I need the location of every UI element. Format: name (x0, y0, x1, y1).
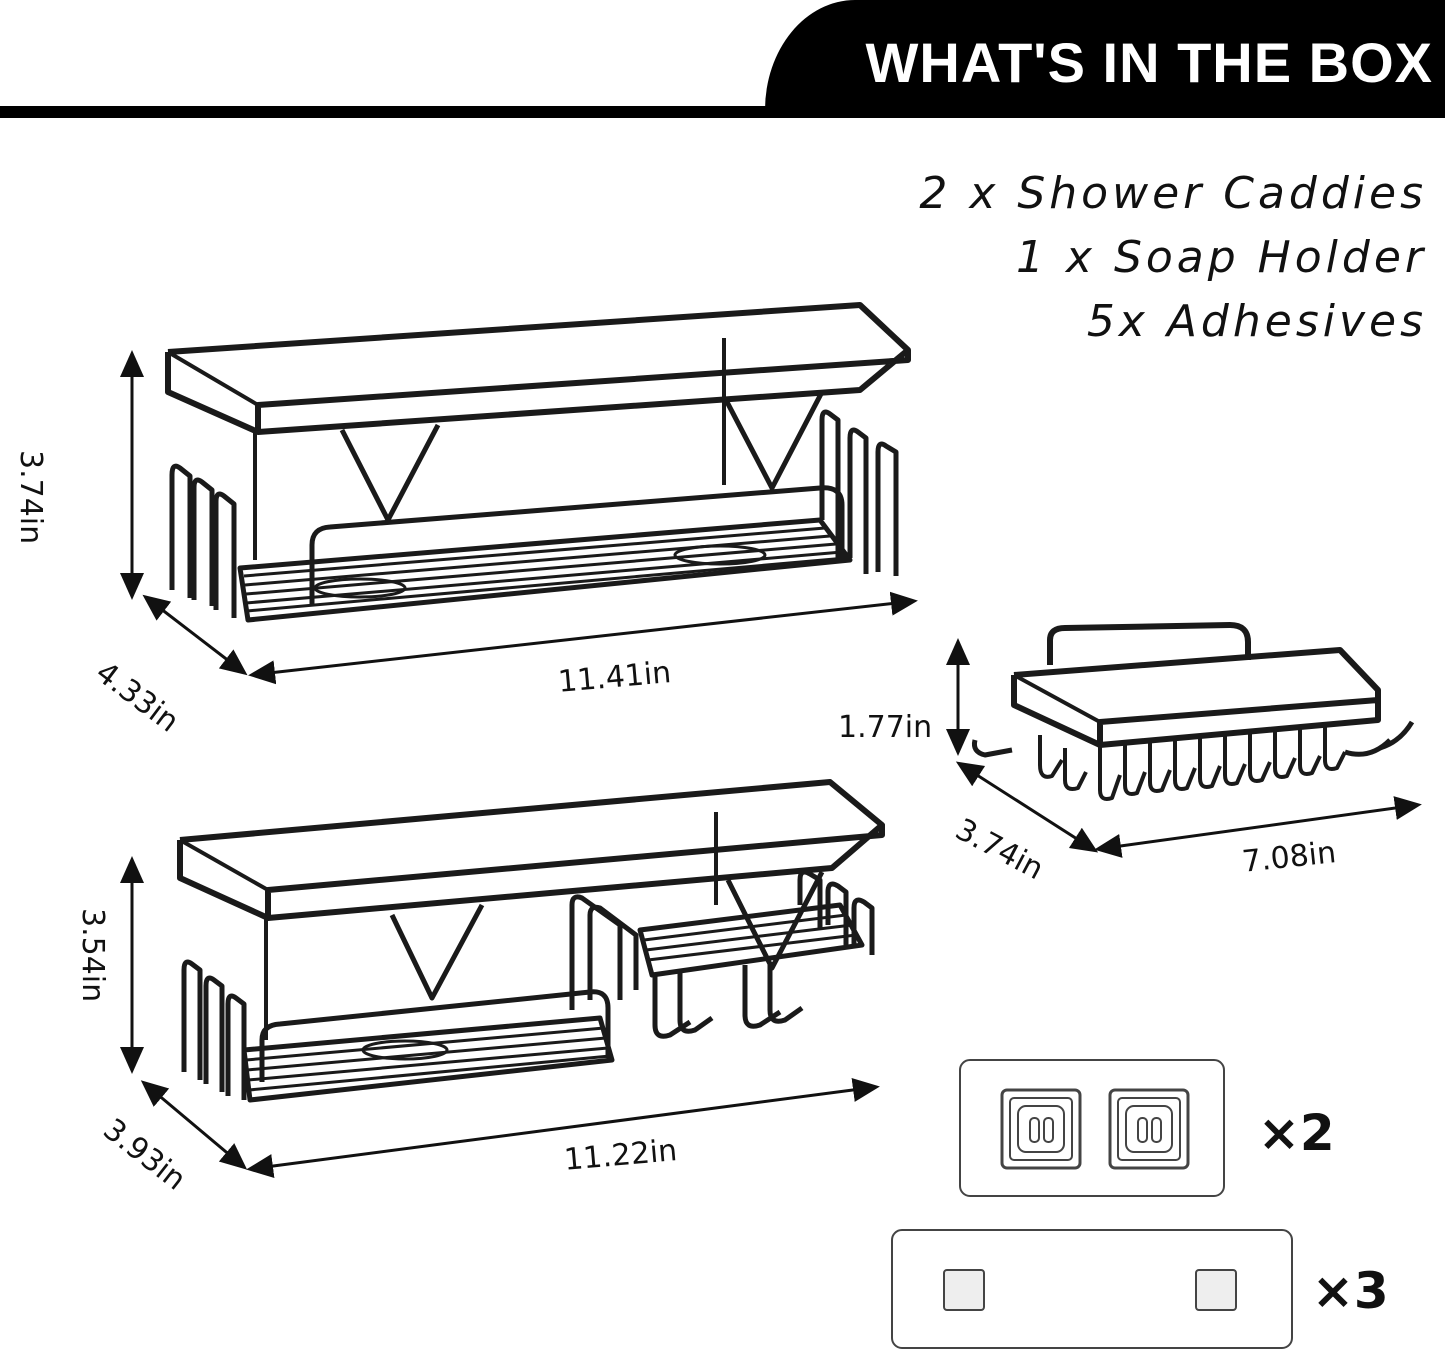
contents-item-caddies: 2 x Shower Caddies (919, 168, 1427, 219)
page-title: WHAT'S IN THE BOX (865, 31, 1433, 94)
caddy-with-hooks-icon (177, 779, 885, 1103)
soap-holder-icon (972, 622, 1415, 801)
double-hook-adhesive-count: ×2 (1258, 1104, 1335, 1162)
soap-holder-height-label: 1.77in (838, 710, 933, 745)
box-contents-list: 2 x Shower Caddies 1 x Soap Holder 5x Ad… (919, 162, 1427, 354)
caddy-large-dimension-lines (120, 350, 918, 685)
header-banner: WHAT'S IN THE BOX (765, 0, 1445, 116)
contents-item-adhesives: 5x Adhesives (1086, 296, 1427, 347)
caddy-hooks-dimension-lines (120, 856, 880, 1178)
caddy-hooks-height-label: 3.54in (75, 908, 110, 1003)
contents-item-soap-holder: 1 x Soap Holder (1015, 232, 1427, 283)
square-adhesive-count: ×3 (1312, 1262, 1389, 1320)
square-adhesive-icon (891, 1229, 1293, 1349)
caddy-large-icon (165, 302, 911, 623)
soap-holder-dimension-lines (946, 638, 1422, 858)
caddy-large-height-label: 3.74in (13, 450, 48, 545)
double-hook-adhesive-icon (959, 1059, 1225, 1197)
